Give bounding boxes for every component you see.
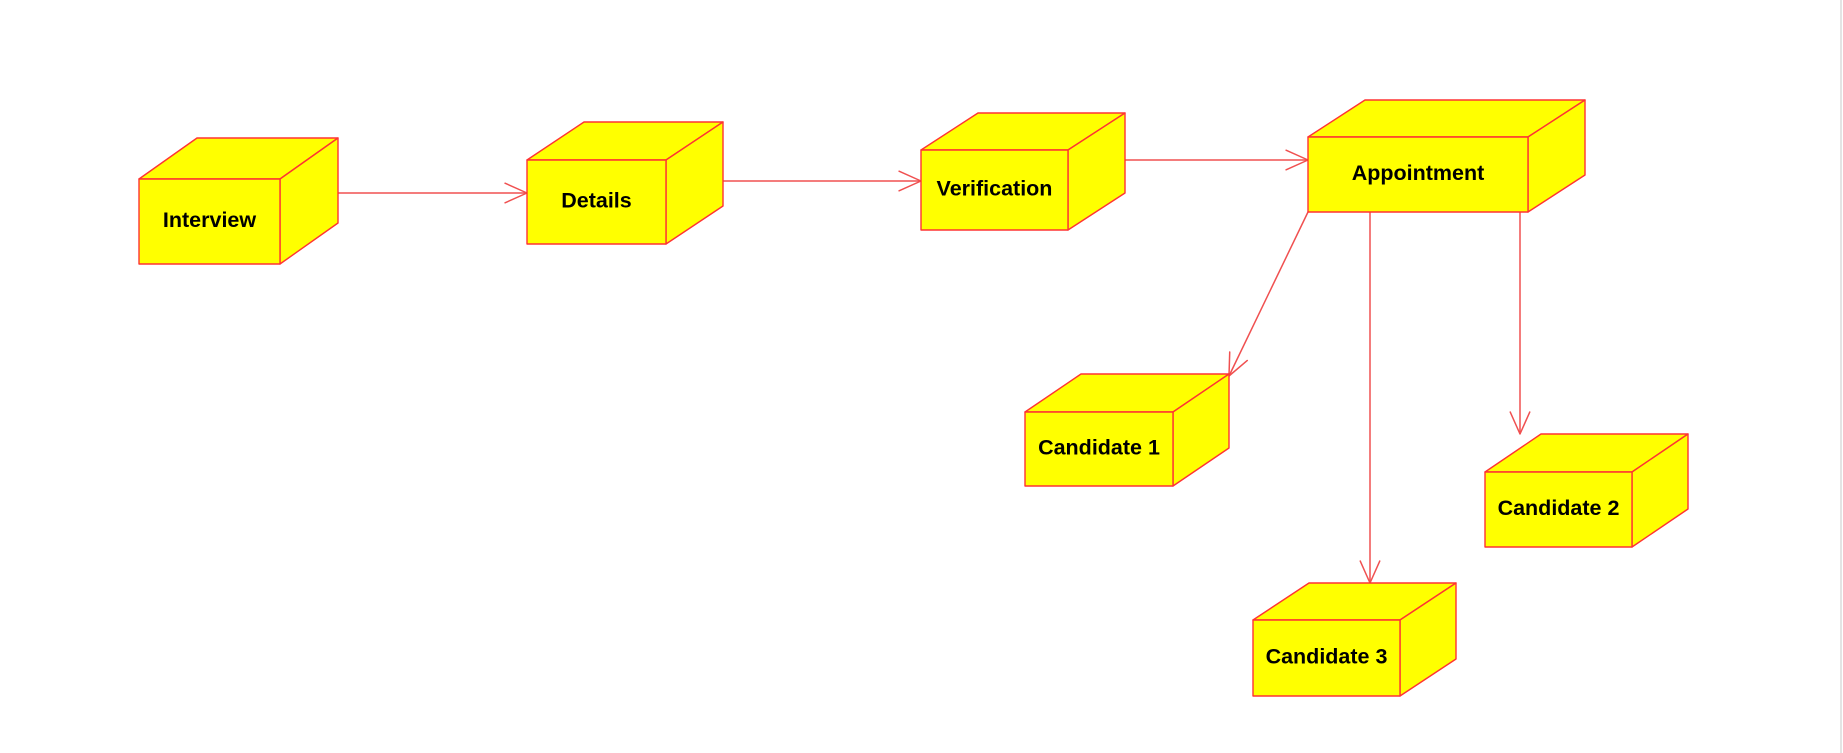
- node-label: Verification: [937, 177, 1053, 201]
- node-front-face: [1307, 136, 1529, 213]
- edge-details-to-verification: [723, 170, 922, 192]
- node-front-face: [1024, 411, 1174, 487]
- node-verification[interactable]: Verification: [920, 112, 1126, 231]
- node-front-face: [138, 178, 281, 265]
- edges-layer: [337, 149, 1531, 584]
- edge-arrowhead: [1509, 411, 1531, 435]
- node-details[interactable]: Details: [526, 121, 724, 245]
- edge-appointment-to-candidate1: [1228, 211, 1309, 377]
- node-front-face: [526, 159, 667, 245]
- node-appointment[interactable]: Appointment: [1307, 99, 1586, 213]
- node-candidate2[interactable]: Candidate 2: [1484, 433, 1689, 548]
- edge-interview-to-details: [337, 182, 528, 204]
- node-label: Details: [561, 189, 632, 213]
- edge-appointment-to-candidate2: [1509, 212, 1531, 435]
- node-candidate1[interactable]: Candidate 1: [1024, 373, 1230, 487]
- edge-line: [1228, 211, 1309, 377]
- edge-appointment-to-candidate3: [1359, 212, 1381, 584]
- nodes-layer: Interview Details Verification AppointmentC…: [138, 99, 1689, 697]
- node-candidate3[interactable]: Candidate 3: [1252, 582, 1457, 697]
- node-interview[interactable]: Interview: [138, 137, 339, 265]
- node-label: Candidate 1: [1038, 436, 1160, 460]
- node-front-face: [1484, 471, 1633, 548]
- edge-verification-to-appointment: [1125, 149, 1309, 171]
- node-label: Candidate 3: [1266, 645, 1388, 669]
- node-label: Interview: [163, 208, 256, 232]
- node-label: Appointment: [1352, 161, 1485, 185]
- node-label: Candidate 2: [1498, 496, 1620, 520]
- node-front-face: [920, 149, 1069, 231]
- node-front-face: [1252, 619, 1401, 697]
